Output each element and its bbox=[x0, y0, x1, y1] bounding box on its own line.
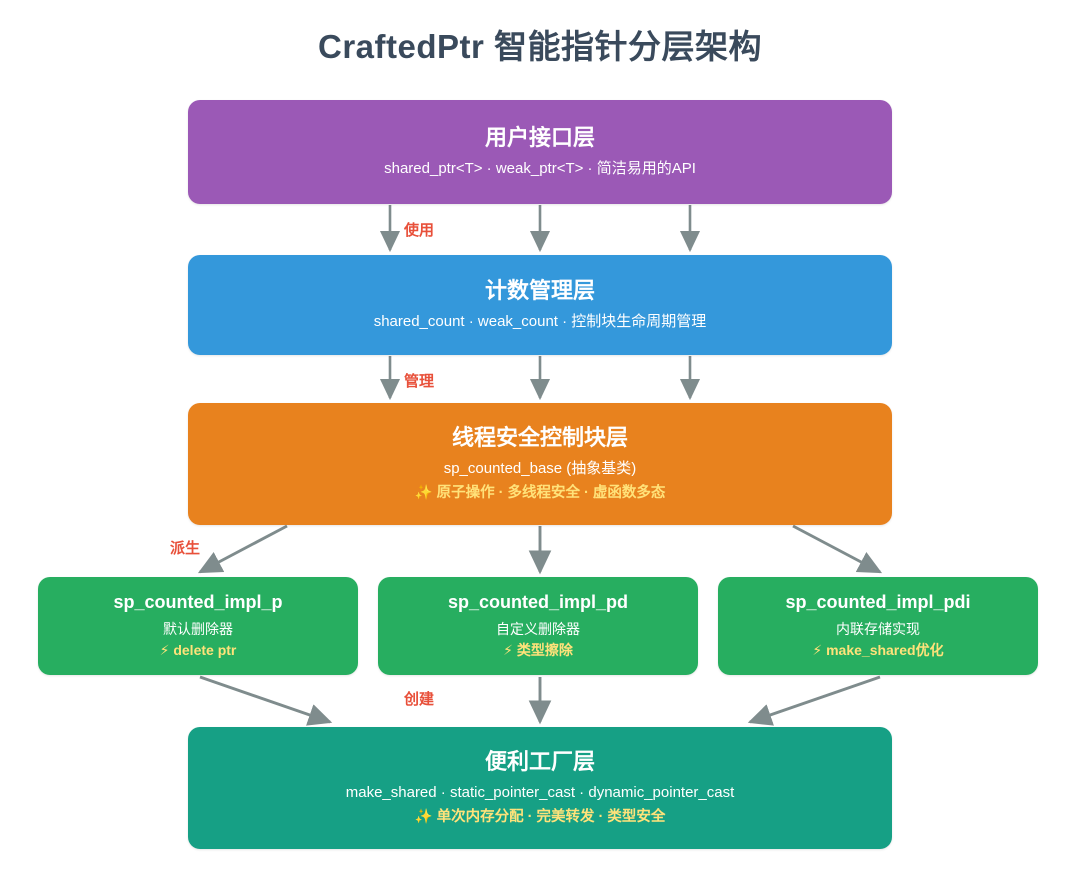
node-title: 便利工厂层 bbox=[484, 748, 595, 774]
edge-label-manage: 管理 bbox=[404, 373, 435, 390]
node-subtitle: 默认删除器 bbox=[163, 620, 233, 637]
node-subtitle: shared_count · weak_count · 控制块生命周期管理 bbox=[373, 313, 707, 331]
node-subtitle: make_shared · static_pointer_cast · dyna… bbox=[345, 784, 735, 802]
node-convenience-factory-layer[interactable]: 便利工厂层 make_shared · static_pointer_cast … bbox=[188, 727, 892, 849]
node-thread-safe-control-block-layer[interactable]: 线程安全控制块层 sp_counted_base (抽象基类) ✨ 原子操作 ·… bbox=[188, 403, 892, 525]
node-count-management-layer[interactable]: 计数管理层 shared_count · weak_count · 控制块生命周… bbox=[188, 255, 892, 355]
node-title: 线程安全控制块层 bbox=[451, 424, 628, 450]
page-title: CraftedPtr 智能指针分层架构 bbox=[317, 28, 763, 65]
node-subtitle: 内联存储实现 bbox=[836, 620, 920, 637]
node-subtitle: sp_counted_base (抽象基类) bbox=[443, 460, 637, 478]
node-highlight: ✨ 单次内存分配 · 完美转发 · 类型安全 bbox=[414, 809, 666, 826]
node-title: 用户接口层 bbox=[484, 124, 595, 150]
node-subtitle: shared_ptr<T> · weak_ptr<T> · 简洁易用的API bbox=[384, 160, 696, 178]
edge-label-use: 使用 bbox=[404, 222, 435, 239]
node-sp-counted-impl-pdi[interactable]: sp_counted_impl_pdi 内联存储实现 ⚡ make_shared… bbox=[718, 577, 1038, 675]
node-highlight: ⚡ delete ptr bbox=[159, 642, 237, 659]
node-highlight: ⚡ make_shared优化 bbox=[812, 642, 944, 659]
node-title: 计数管理层 bbox=[484, 277, 595, 303]
node-title: sp_counted_impl_pd bbox=[447, 592, 629, 613]
node-highlight: ✨ 原子操作 · 多线程安全 · 虚函数多态 bbox=[414, 485, 666, 502]
node-user-interface-layer[interactable]: 用户接口层 shared_ptr<T> · weak_ptr<T> · 简洁易用… bbox=[188, 100, 892, 204]
node-title: sp_counted_impl_p bbox=[113, 592, 283, 613]
node-subtitle: 自定义删除器 bbox=[496, 620, 580, 637]
node-sp-counted-impl-p[interactable]: sp_counted_impl_p 默认删除器 ⚡ delete ptr bbox=[38, 577, 358, 675]
node-highlight: ⚡ 类型擦除 bbox=[503, 642, 573, 659]
edge-label-create: 创建 bbox=[404, 691, 435, 708]
node-sp-counted-impl-pd[interactable]: sp_counted_impl_pd 自定义删除器 ⚡ 类型擦除 bbox=[378, 577, 698, 675]
node-title: sp_counted_impl_pdi bbox=[785, 592, 971, 613]
edge-label-derive: 派生 bbox=[170, 540, 201, 557]
